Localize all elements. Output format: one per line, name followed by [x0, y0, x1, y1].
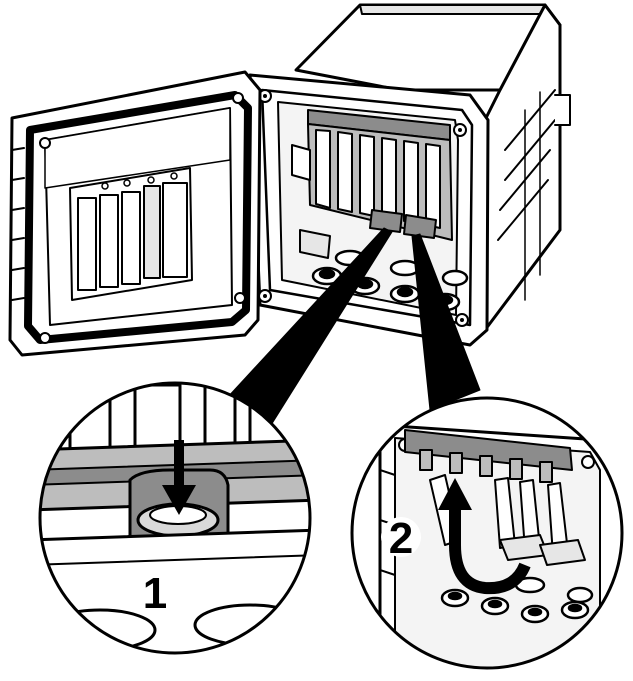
- down-arrow-icon: [162, 440, 196, 515]
- step-number-1: 1: [143, 569, 167, 618]
- step-number-2: 2: [389, 514, 413, 563]
- callout-wedges: [224, 227, 481, 431]
- detail-circle-2: [350, 396, 624, 670]
- step-label-2: 2: [381, 514, 421, 563]
- card-cage: [291, 109, 453, 259]
- detail-circle-1: [38, 381, 312, 655]
- curved-up-arrow-icon: [438, 478, 531, 595]
- front-door: [8, 70, 262, 357]
- step-label-1: 1: [143, 569, 167, 618]
